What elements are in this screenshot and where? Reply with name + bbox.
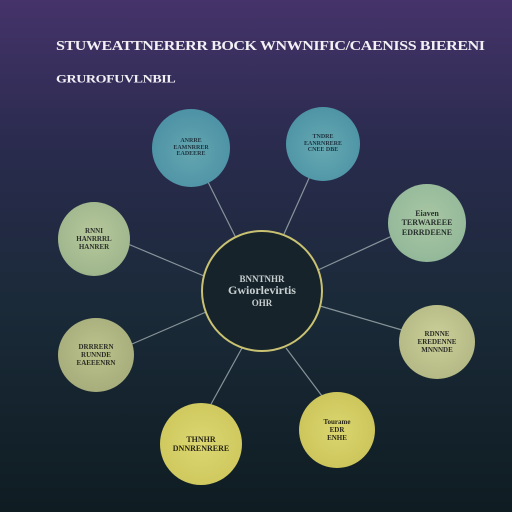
node-label-line: RDNNE: [424, 329, 450, 338]
node-label-line: DRRRERN: [78, 342, 114, 351]
node-label-line: THNHR: [186, 434, 216, 444]
node-label-line: TERWAREEE: [401, 218, 453, 228]
node-label-line: EREDENNE: [417, 337, 457, 346]
node-label-line: RUNNDE: [81, 350, 111, 359]
link-node-2: [283, 175, 311, 235]
link-node-7: [209, 347, 243, 407]
node-5: DRRRERN RUNNDE EAEEENRN: [58, 318, 134, 392]
link-node-6: [319, 305, 403, 331]
node-6: RDNNE EREDENNE MNNNDE: [399, 305, 475, 379]
node-label-line: EANRNRERE: [303, 140, 342, 147]
node-label-line: CNEE DBE: [307, 147, 339, 154]
node-label-line: EAEEENRN: [76, 359, 116, 368]
node-label-line: ENHE: [327, 434, 347, 443]
hub-label-line: BNNTNHR: [239, 273, 285, 284]
hub-label-line: OHR: [251, 297, 273, 308]
node-3: Eiaven TERWAREEE EDRRDEENE: [388, 184, 466, 262]
node-8: Tourame EDR ENHE: [299, 392, 375, 468]
title-line-1: STUWEATTNERERR BOCK WNWNIFIC/CAENISS BIE…: [56, 39, 485, 54]
link-node-1: [207, 181, 237, 239]
link-node-8: [285, 347, 323, 397]
link-node-3: [317, 235, 393, 271]
link-node-4: [127, 243, 205, 277]
node-label-line: EDR: [329, 425, 345, 434]
hub-label-line: Gwiorlevirtis: [228, 283, 296, 298]
node-label-line: EADEERE: [176, 151, 206, 158]
node-label-line: ANRRE: [180, 137, 202, 144]
node-1: ANRRE EAMNRRER EADEERE: [152, 109, 230, 187]
node-label-line: HANRRRL: [76, 234, 112, 243]
node-label-line: EAMNRRER: [173, 144, 209, 151]
title-line-2: GRUROFUVLNBIL: [56, 73, 176, 86]
node-label-line: HANRER: [78, 243, 110, 252]
node-label-line: EDRRDEENE: [401, 227, 453, 237]
node-label-line: MNNNDE: [421, 346, 453, 355]
link-node-5: [131, 311, 207, 345]
node-2: TNDRE EANRNRERE CNEE DBE: [286, 107, 360, 181]
node-7: THNHR DNNRENRERE: [160, 403, 242, 485]
node-label-line: RNNI: [85, 226, 103, 235]
hub-node: BNNTNHR Gwiorlevirtis OHR: [201, 230, 323, 352]
node-label-line: TNDRE: [312, 133, 334, 140]
node-4: RNNI HANRRRL HANRER: [58, 202, 130, 276]
node-label-line: DNNRENRERE: [172, 444, 230, 453]
node-label-line: Tourame: [323, 417, 351, 426]
node-label-line: Eiaven: [415, 209, 439, 219]
